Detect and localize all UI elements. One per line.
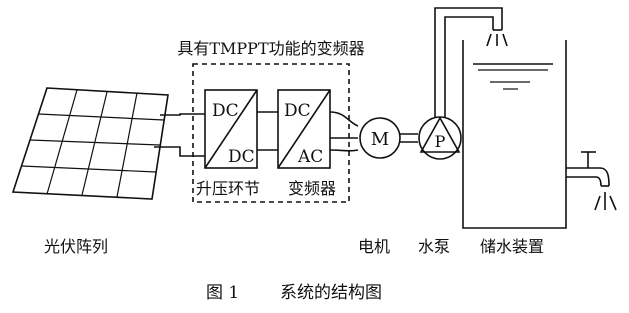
interblock-wires [257,111,278,151]
inverter-stage-label: 变频器 [288,179,336,198]
pv-array-label: 光伏阵列 [44,237,108,256]
storage-tank [462,40,567,229]
inverter-block-bottom-label: AC [297,147,323,167]
inverter-motor-wires [329,111,359,152]
boost-block-bottom-label: DC [228,147,255,167]
pump-label: 水泵 [418,237,450,256]
outlet-pipe [434,7,503,118]
figure-number: 图 1 [206,283,239,303]
outlet-faucet [566,151,617,211]
boost-dcdc-block: DC DC [204,89,258,169]
inverter-block-top-label: DC [284,101,311,121]
boost-block-top-label: DC [212,101,239,121]
boost-stage-label: 升压环节 [196,179,260,198]
vfd-frame-title: 具有TMPPT功能的变频器 [177,39,364,58]
motor-pump-shaft [400,133,418,143]
inverter-dcac-block: DC AC [277,89,331,169]
pump-symbol: P [435,132,446,151]
vfd-dashed-frame [192,63,350,203]
motor-symbol: M [371,129,389,150]
figure-title: 系统的结构图 [280,283,382,303]
motor: M [359,117,401,159]
spray-drops [486,33,508,47]
pump: P [418,116,462,160]
motor-label: 电机 [358,237,390,256]
pv-array [11,87,169,200]
tank-label: 储水装置 [480,237,544,256]
